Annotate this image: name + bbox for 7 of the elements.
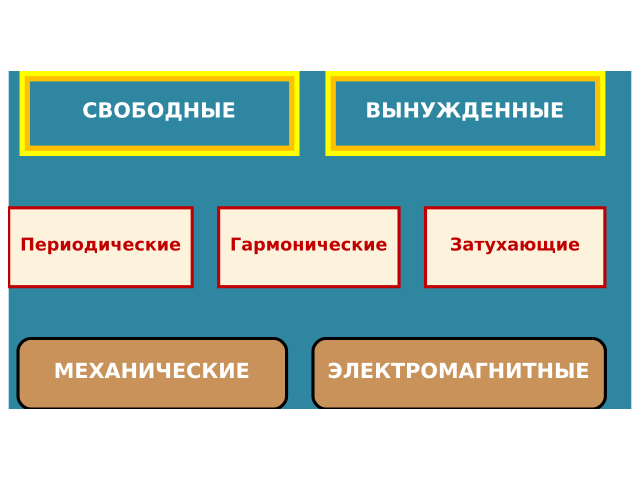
node-box: Затухающие	[424, 206, 606, 288]
node-box: СВОБОДНЫЕ	[20, 71, 300, 156]
node-box: Гармонические	[217, 206, 401, 288]
node-box: МЕХАНИЧЕСКИЕ	[16, 336, 288, 409]
node-box: ВЫНУЖДЕННЫЕ	[325, 71, 606, 156]
node-box: ЭЛЕКТРОМАГНИТНЫЕ	[311, 336, 607, 409]
node-box: Периодические	[8, 206, 194, 288]
